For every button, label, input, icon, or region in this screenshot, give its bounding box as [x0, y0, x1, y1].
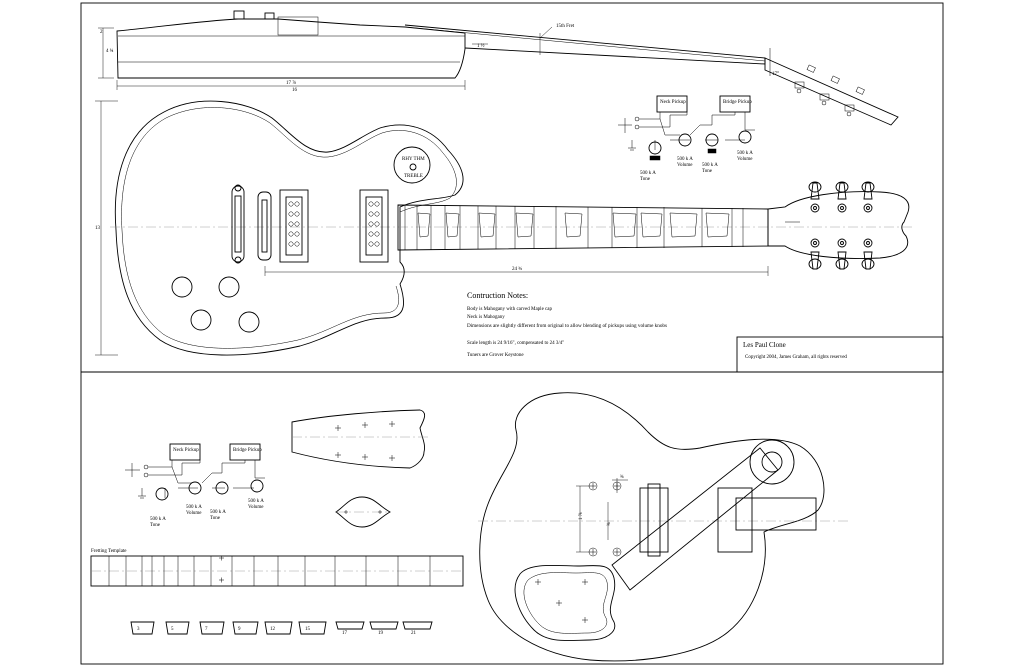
title-block: Les Paul Clone Copyright 2004, James Gra…	[736, 336, 944, 373]
inlay-label-12: 12	[270, 627, 276, 632]
wiring-top-pot-3-value: 500 k A	[702, 163, 718, 168]
inlay-label-19: 19	[378, 631, 384, 636]
routing-body-outline	[479, 392, 825, 662]
wiring-top-pot-2-kind: Volume	[677, 163, 693, 168]
wiring-b-bridge-label: Bridge Pickup	[233, 448, 262, 453]
wiring-top-pot-1-value: 500 k A	[640, 171, 656, 176]
neck-pickup	[359, 189, 389, 263]
wiring-diagram-top: Neck Pickup Bridge Pickup 500 k A Tone 5…	[618, 95, 755, 182]
side-head-dim: 1 ½	[477, 44, 485, 49]
wiring-top-pot-4-kind: Volume	[737, 157, 753, 162]
pickup-selector: RHY THM TREBLE	[393, 146, 431, 184]
inlay-label-15: 15	[305, 627, 311, 632]
fretting-template-label: Fretting Template	[91, 549, 127, 554]
stop-tailpiece	[231, 184, 245, 264]
wiring-b-pot-1-kind: Tone	[150, 523, 161, 528]
sheet-border	[80, 2, 944, 665]
front-view: RHY THM TREBLE 13 24 ¾	[95, 100, 915, 356]
side-length-dim: 17 ⅞	[286, 81, 296, 86]
wiring-neck-pickup-label: Neck Pickup	[660, 100, 686, 105]
body-width-dim: 13	[95, 226, 101, 231]
wiring-b-neck-label: Neck Pickup	[173, 448, 199, 453]
truss-rod-cover-template	[335, 496, 391, 528]
inlay-label-3: 3	[137, 627, 140, 632]
side-view: 15th Fret 17 ⅞ 16 2 4 ¾ 1 ½ 17°	[98, 10, 899, 126]
wiring-b-pot-4-kind: Volume	[248, 505, 264, 510]
wiring-b-pot-2-value: 500 k A	[186, 505, 202, 510]
notes-line-5: Tuners are Grover Keystone	[467, 353, 524, 358]
side-height-dim: 2	[100, 30, 103, 35]
wiring-b-pot-2-kind: Volume	[186, 511, 202, 516]
bridge-pickup	[279, 189, 309, 263]
notes-line-2: Neck is Mahogany	[467, 315, 505, 320]
tune-o-matic-bridge	[257, 191, 272, 261]
inlay-label-17: 17	[342, 631, 348, 636]
wiring-top-pot-1-kind: Tone	[640, 177, 651, 182]
wiring-top-pot-3-kind: Tone	[702, 169, 713, 174]
side-angle-dim: 4 ¾	[106, 49, 114, 54]
svg-text:TREBLE: TREBLE	[404, 174, 423, 179]
wiring-b-pot-3-kind: Tone	[210, 516, 221, 521]
inlay-templates: 3 5 7 9 12 15 17 19 21	[130, 621, 433, 636]
notes-line-3: Dimensions are slightly different from o…	[467, 324, 667, 329]
fretting-template: Fretting Template	[90, 549, 464, 587]
side-length-sub: 16	[292, 88, 298, 93]
inlay-label-7: 7	[205, 627, 208, 632]
body-outline	[114, 100, 464, 356]
routing-template: 1 ⅞ ¾ ¾	[478, 392, 850, 662]
fret-15-label: 15th Fret	[556, 24, 575, 29]
construction-notes: Contruction Notes: Body is Mahogany with…	[467, 291, 667, 358]
scale-length-dim: 24 ¾	[512, 267, 522, 272]
svg-text:RHY THM: RHY THM	[402, 157, 425, 162]
headstock-outline	[767, 191, 910, 259]
side-neck-angle: 17°	[772, 72, 779, 77]
wiring-top-pot-2-value: 500 k A	[677, 157, 693, 162]
routing-dim-a: ¾	[620, 475, 624, 480]
drawing-title: Les Paul Clone	[743, 341, 786, 349]
control-knobs	[171, 276, 260, 333]
inlay-label-21: 21	[411, 631, 417, 636]
notes-heading: Contruction Notes:	[467, 291, 528, 300]
drawing-copyright: Copyright 2004, James Graham, all rights…	[745, 355, 847, 360]
notes-line-4: Scale length is 24 9/16", compensated to…	[467, 341, 564, 346]
notes-line-1: Body is Mahogany with carved Maple cap	[467, 307, 552, 312]
routing-dim-b: 1 ⅞	[579, 512, 584, 520]
routing-dim-c: ¾	[607, 522, 612, 526]
headstock-template	[291, 409, 430, 469]
wiring-bridge-pickup-label: Bridge Pickup	[723, 100, 752, 105]
wiring-top-pot-4-value: 500 k A	[737, 151, 753, 156]
wiring-b-pot-4-value: 500 k A	[248, 499, 264, 504]
inlay-label-9: 9	[238, 627, 241, 632]
wiring-b-pot-1-value: 500 k A	[150, 517, 166, 522]
inlay-label-5: 5	[171, 627, 174, 632]
wiring-b-pot-3-value: 500 k A	[210, 510, 226, 515]
wiring-diagram-bottom: Neck Pickup Bridge Pickup 500 k A Tone 5…	[125, 443, 265, 528]
